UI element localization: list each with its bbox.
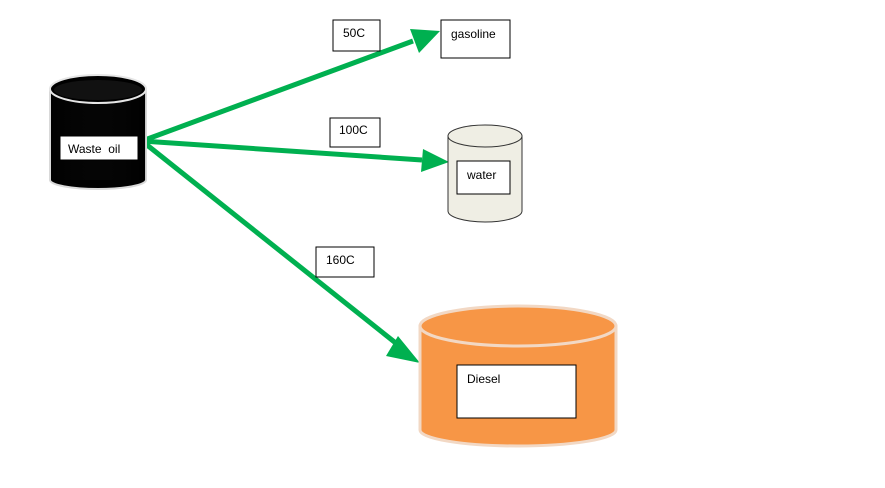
- temperature-labels: 50C 100C 160C: [315, 19, 381, 278]
- arrow-to-gasoline: [141, 29, 440, 144]
- gasoline-box: gasoline: [440, 19, 511, 59]
- diesel-tank: Diesel: [418, 304, 618, 448]
- flow-arrows: [140, 29, 449, 363]
- diesel-label-box: [456, 364, 577, 419]
- arrow-to-water: [141, 138, 449, 172]
- gasoline-label: gasoline: [451, 27, 496, 41]
- gasoline-label-box: [440, 19, 511, 59]
- diesel-label: Diesel: [467, 372, 500, 386]
- temperature-label-100c: 100C: [329, 117, 381, 148]
- arrow-to-diesel: [140, 139, 420, 363]
- waste-oil-label-box: [59, 135, 139, 161]
- water-label: water: [466, 168, 496, 182]
- temperature-label-160c: 160C: [315, 246, 375, 278]
- svg-text:100C: 100C: [339, 123, 368, 137]
- water-drum: water: [447, 124, 523, 223]
- waste-oil-label: Waste oil: [68, 142, 120, 156]
- svg-text:160C: 160C: [326, 253, 355, 267]
- temperature-label-50c: 50C: [332, 19, 381, 52]
- svg-text:50C: 50C: [343, 26, 365, 40]
- water-label-box: [456, 160, 511, 195]
- waste-oil-drum: Waste oil: [49, 74, 147, 190]
